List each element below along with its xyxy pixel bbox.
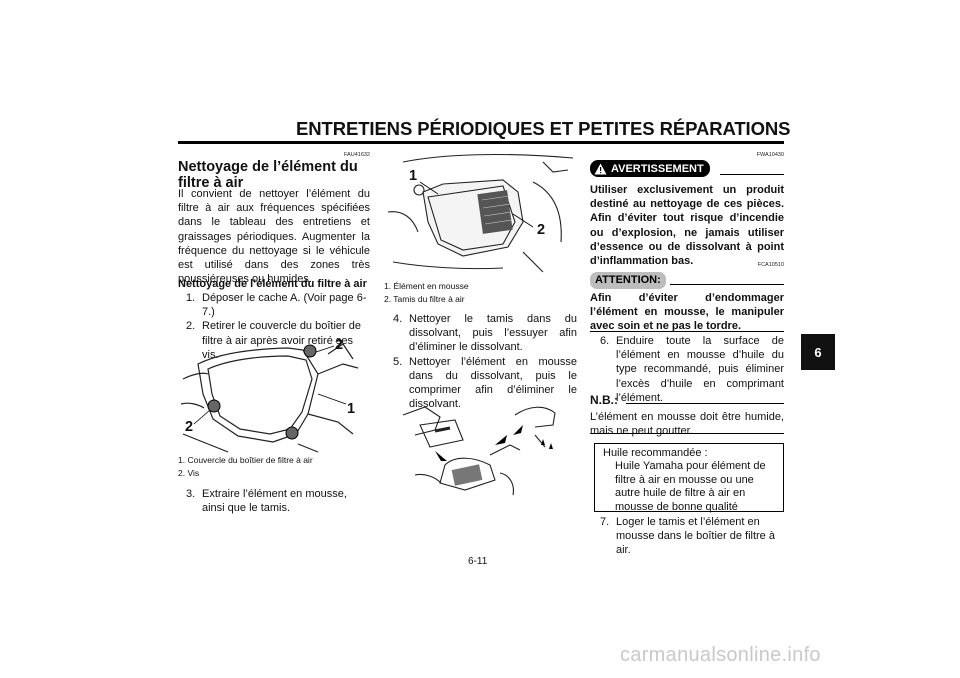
filter-case-cover-illustration — [180, 343, 359, 453]
section-code: FAU41632 — [344, 152, 370, 158]
attention-rule — [670, 284, 784, 285]
callout-2-top: 2 — [335, 337, 344, 353]
figure-captions-middle: 1. Élément en mousse 2. Tamis du filtre … — [384, 280, 574, 306]
steps-list-1: 1.Déposer le cache A. (Voir page 6-7.) 2… — [186, 291, 372, 362]
steps-list-3: 3.Extraire l’élément en mousse, ainsi qu… — [186, 487, 372, 515]
steps-list-6: 6.Enduire toute la surface de l’élément … — [600, 334, 784, 405]
page-header-title: ENTRETIENS PÉRIODIQUES ET PETITES RÉPARA… — [296, 118, 791, 139]
oil-text: Huile Yamaha pour élément de filtre à ai… — [615, 460, 766, 513]
nb-rule — [626, 403, 784, 404]
nb-label: N.B.: — [590, 393, 618, 407]
figure-captions-left: 1. Couvercle du boîtier de filtre à air … — [178, 454, 378, 480]
recommended-oil-box: Huile recommandée : Huile Yamaha pour él… — [594, 443, 784, 513]
callout-1-mid: 1 — [409, 168, 418, 184]
list-item: 6.Enduire toute la surface de l’élément … — [600, 335, 784, 404]
intro-paragraph: Il convient de nettoyer l’élément du fil… — [178, 188, 370, 286]
warning-text: Utiliser exclusivement un produit destin… — [590, 184, 784, 268]
caption: 2. Vis — [178, 468, 200, 478]
section-heading: Nettoyage de l’élément du filtre à air — [178, 159, 358, 191]
callout-2-mid: 2 — [537, 222, 546, 238]
list-item: 3.Extraire l’élément en mousse, ainsi qu… — [186, 488, 347, 515]
watermark: carmanualsonline.info — [620, 644, 821, 666]
caption: 1. Couvercle du boîtier de filtre à air — [178, 455, 313, 465]
steps-list-7: 7.Loger le tamis et l’élément en mousse … — [600, 515, 784, 558]
attention-header: ATTENTION: — [590, 270, 784, 289]
foam-element-illustration — [387, 153, 574, 273]
header-rule — [178, 141, 784, 144]
caption: 1. Élément en mousse — [384, 281, 469, 291]
caption: 2. Tamis du filtre à air — [384, 294, 465, 304]
oil-title: Huile recommandée : — [603, 447, 708, 459]
callout-2-left: 2 — [185, 419, 194, 435]
subheading: Nettoyage de l’élément du filtre à air — [178, 278, 367, 290]
nb-header: N.B.: — [590, 391, 784, 407]
list-item: 1.Déposer le cache A. (Voir page 6-7.) — [186, 292, 367, 319]
warning-header: AVERTISSEMENT — [590, 160, 784, 178]
attention-code: FCA10510 — [757, 262, 784, 268]
warning-code: FWA10430 — [756, 152, 784, 158]
list-item: 4.Nettoyer le tamis dans du dissolvant, … — [393, 313, 577, 354]
warning-triangle-icon — [594, 163, 607, 174]
steps-list-middle: 4.Nettoyer le tamis dans du dissolvant, … — [393, 312, 577, 411]
warning-badge: AVERTISSEMENT — [590, 160, 710, 177]
nb-text: L’élément en mousse doit être humide, ma… — [590, 411, 784, 438]
list-item: 5.Nettoyer l’élément en mousse dans du d… — [393, 355, 577, 411]
warning-label: AVERTISSEMENT — [611, 162, 704, 175]
warning-rule — [720, 174, 784, 175]
attention-end-rule — [590, 331, 784, 332]
attention-text: Afin d’éviter d’endommager l’élément en … — [590, 292, 784, 333]
page-number: 6-11 — [468, 556, 488, 567]
list-item: 2.Retirer le couvercle du boîtier de fil… — [186, 320, 361, 361]
nb-end-rule — [590, 433, 784, 434]
list-item: 7.Loger le tamis et l’élément en mousse … — [600, 516, 775, 557]
cleaning-hands-illustration — [402, 406, 556, 496]
callout-1: 1 — [347, 401, 356, 417]
chapter-tab: 6 — [801, 334, 835, 370]
attention-badge: ATTENTION: — [590, 271, 666, 289]
